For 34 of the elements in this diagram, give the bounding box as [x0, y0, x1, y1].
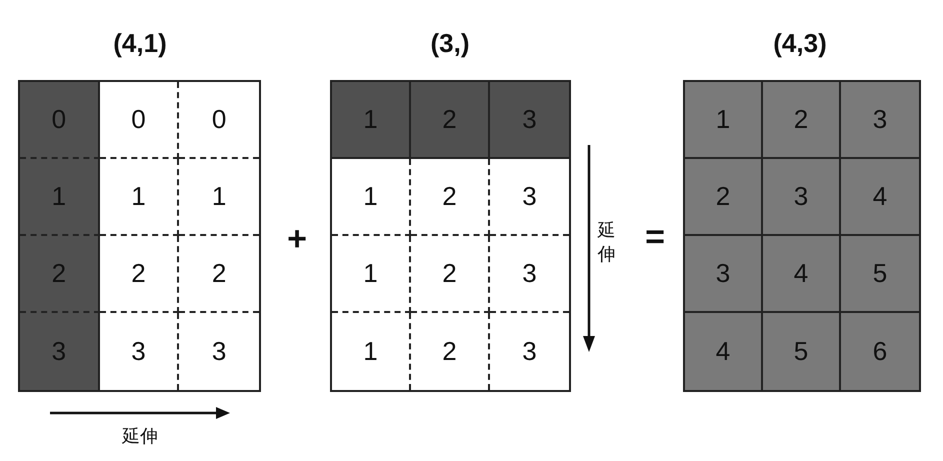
- cell: 1: [100, 159, 180, 236]
- shaded-cell: 1: [685, 82, 763, 159]
- cell: 2: [100, 236, 180, 313]
- shaded-cell: 1: [20, 159, 100, 236]
- shape-label: (4,1): [112, 28, 168, 59]
- cell: 0: [100, 82, 180, 159]
- shaded-cell: 6: [841, 313, 919, 390]
- shaded-cell: 5: [841, 236, 919, 313]
- cell: 1: [332, 236, 411, 313]
- shape-label: (4,3): [772, 28, 828, 59]
- shape-label: (3,): [430, 28, 470, 59]
- shaded-cell: 3: [20, 313, 100, 390]
- shaded-cell: 3: [763, 159, 841, 236]
- cell: 1: [332, 159, 411, 236]
- shaded-cell: 1: [332, 82, 411, 159]
- shaded-cell: 2: [763, 82, 841, 159]
- axis-label: 延伸: [597, 219, 616, 266]
- shaded-cell: 3: [685, 236, 763, 313]
- shaded-cell: 2: [20, 236, 100, 313]
- shaded-cell: 3: [490, 82, 569, 159]
- axis-label: 延伸: [120, 425, 159, 448]
- shaded-cell: 4: [763, 236, 841, 313]
- shaded-cell: 3: [841, 82, 919, 159]
- shaded-cell: 5: [763, 313, 841, 390]
- cell: 2: [411, 236, 490, 313]
- equals-sign: =: [644, 218, 666, 257]
- shaded-cell: 4: [841, 159, 919, 236]
- plus-sign: +: [286, 220, 308, 259]
- cell: 3: [100, 313, 180, 390]
- shaded-cell: 2: [411, 82, 490, 159]
- shaded-cell: 4: [685, 313, 763, 390]
- shaded-cell: 0: [20, 82, 100, 159]
- shaded-cell: 2: [685, 159, 763, 236]
- cell: 2: [411, 159, 490, 236]
